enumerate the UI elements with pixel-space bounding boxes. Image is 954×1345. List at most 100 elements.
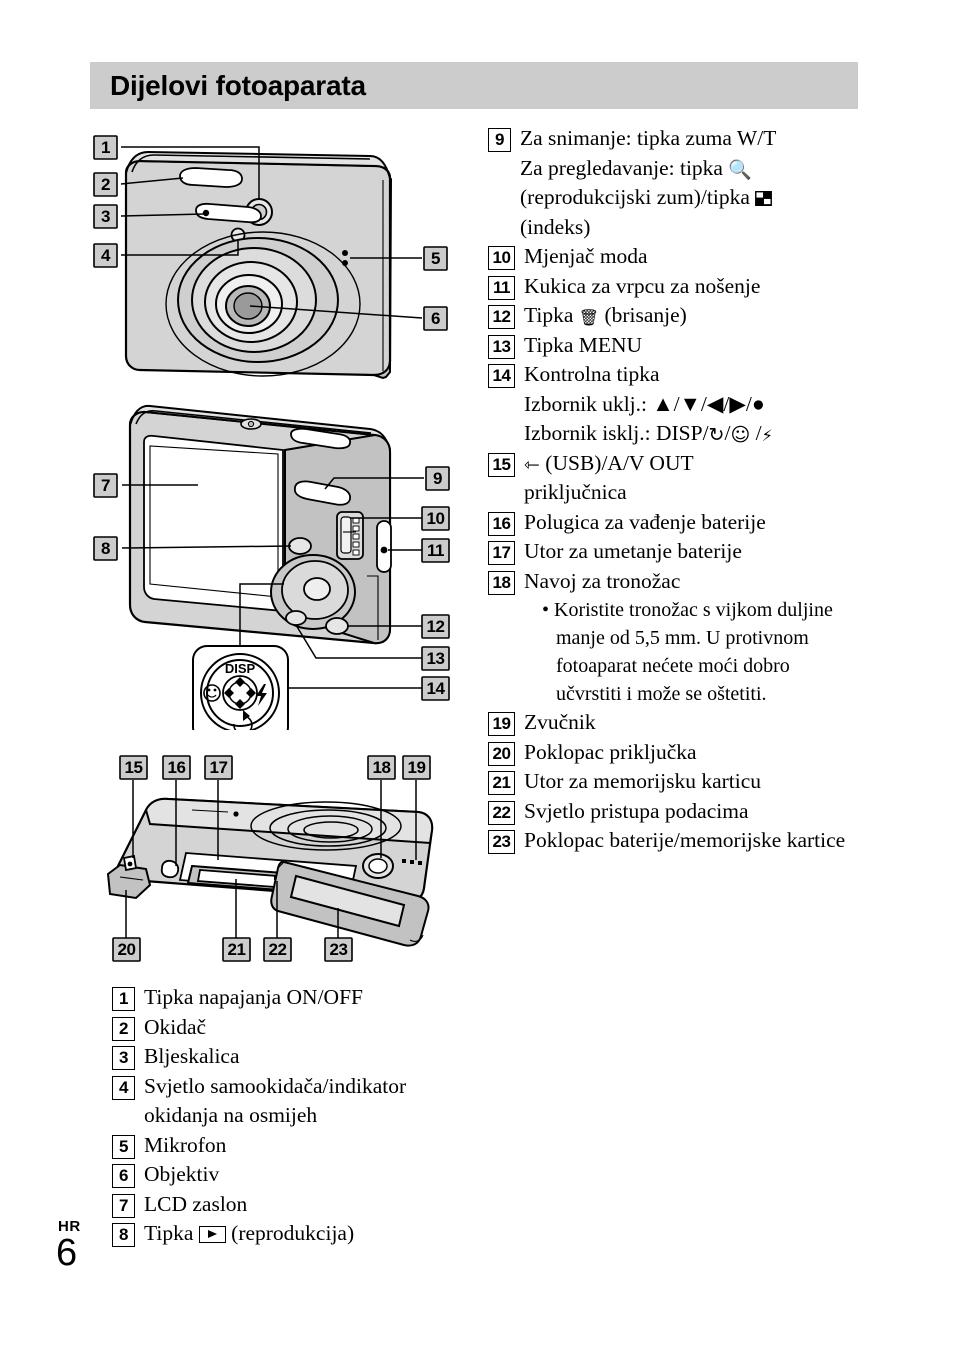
- svg-text:19: 19: [408, 758, 426, 777]
- item-line-1: Za snimanje: tipka zuma W/T: [520, 126, 777, 150]
- svg-text:21: 21: [228, 940, 246, 959]
- svg-text:15: 15: [125, 758, 143, 777]
- item-text: Tipka (reprodukcija): [144, 1221, 355, 1245]
- parts-list-left: 1 Tipka napajanja ON/OFF 2 Okidač 3 Blje…: [112, 983, 462, 1249]
- item-text: Polugica za vađenje baterije: [524, 509, 766, 534]
- svg-text:10: 10: [427, 509, 445, 528]
- callout-19: 19: [402, 755, 431, 780]
- item-number-box: 13: [488, 334, 515, 359]
- svg-text:13: 13: [427, 649, 445, 668]
- svg-text:11: 11: [427, 541, 444, 560]
- item-number-box: 19: [488, 712, 515, 736]
- item-text: Tipka MENU: [524, 332, 643, 357]
- svg-text:20: 20: [118, 940, 136, 959]
- item-text: Tipka 🗑 (brisanje): [524, 303, 687, 327]
- callout-7: 7: [93, 473, 118, 498]
- camera-front-view-figure: 1 2 3 4 5 6: [88, 128, 458, 390]
- list-item-9: 9 Za snimanje: tipka zuma W/T Za pregled…: [488, 124, 858, 242]
- item-line-1: ⇽ (USB)/A/V OUT: [524, 450, 694, 476]
- list-item-17: 17 Utor za umetanje baterije: [488, 537, 858, 567]
- item-text: Kontrolna tipka Izbornik uklj.: ▲/▼/◀/▶/…: [524, 360, 858, 449]
- flash-icon: ⚡: [761, 426, 773, 445]
- item-number-box: 15: [488, 452, 515, 477]
- camera-rear-view-figure: DISP 7 8 9 10 11 12 13 14: [88, 390, 458, 730]
- item-text: Za snimanje: tipka zuma W/T Za pregledav…: [520, 124, 858, 242]
- callout-15: 15: [119, 755, 148, 780]
- callout-17: 17: [204, 755, 233, 780]
- magnifier-icon: 🔍: [728, 158, 753, 181]
- list-item-13: 13 Tipka MENU: [488, 331, 858, 361]
- svg-text:23: 23: [330, 940, 348, 959]
- trash-icon: 🗑: [578, 308, 600, 327]
- svg-text:16: 16: [168, 758, 186, 777]
- item-number-box: 21: [488, 771, 515, 795]
- item-line-1: Kontrolna tipka: [524, 362, 660, 386]
- callout-1: 1: [93, 135, 118, 160]
- svg-text:3: 3: [101, 207, 110, 226]
- item-line-4: (indeks): [520, 214, 591, 239]
- callout-16: 16: [162, 755, 191, 780]
- list-item-12: 12 Tipka 🗑 (brisanje): [488, 301, 858, 331]
- list-item-20: 20 Poklopac priključka: [488, 738, 858, 768]
- svg-text:2: 2: [101, 175, 110, 194]
- list-item-14: 14 Kontrolna tipka Izbornik uklj.: ▲/▼/◀…: [488, 360, 858, 449]
- item-number-box: 10: [488, 246, 515, 270]
- play-icon: [198, 1226, 226, 1243]
- item-number-box: 16: [488, 511, 515, 536]
- item-line-3: Izbornik isklj.: DISP/↻/☺ /⚡: [524, 421, 773, 446]
- item-number-box: 14: [488, 364, 515, 388]
- callout-9: 9: [425, 466, 450, 491]
- item-line-3: (reprodukcijski zum)/tipka: [520, 183, 858, 213]
- item-number-box: 23: [488, 830, 515, 854]
- list-item-21: 21 Utor za memorijsku karticu: [488, 767, 858, 797]
- list-item-2: 2 Okidač: [112, 1013, 462, 1043]
- index-icon: [755, 191, 773, 206]
- item-text: Svjetlo pristupa podacima: [524, 798, 749, 823]
- item-line-1: Navoj za tronožac: [524, 568, 681, 593]
- callout-14: 14: [421, 676, 450, 701]
- item-text: Objektiv: [144, 1162, 220, 1186]
- svg-text:6: 6: [431, 309, 440, 328]
- list-item-7: 7 LCD zaslon: [112, 1190, 462, 1220]
- list-item-10: 10 Mjenjač moda: [488, 242, 858, 272]
- item-number-box: 11: [488, 275, 515, 300]
- list-item-15: 15 ⇽ (USB)/A/V OUT priključnica: [488, 449, 858, 508]
- page-title: Dijelovi fotoaparata: [110, 70, 366, 101]
- list-item-11: 11 Kukica za vrpcu za nošenje: [488, 272, 858, 302]
- item-text: Mikrofon: [144, 1132, 227, 1157]
- svg-text:14: 14: [427, 679, 446, 698]
- item-text: ⇽ (USB)/A/V OUT priključnica: [524, 449, 858, 508]
- callout-12: 12: [421, 614, 450, 639]
- callout-2: 2: [93, 172, 118, 197]
- svg-text:12: 12: [427, 617, 445, 636]
- list-item-4: 4 Svjetlo samookidača/indikator okidanja…: [112, 1072, 462, 1131]
- list-item-8: 8 Tipka (reprodukcija): [112, 1219, 462, 1249]
- list-item-16: 16 Polugica za vađenje baterije: [488, 508, 858, 538]
- callout-23: 23: [324, 937, 353, 962]
- item-text: Bljeskalica: [144, 1044, 240, 1068]
- callout-3: 3: [93, 204, 118, 229]
- svg-text:4: 4: [101, 246, 111, 265]
- svg-text:1: 1: [101, 138, 110, 157]
- callout-6: 6: [423, 306, 448, 331]
- list-item-18: 18 Navoj za tronožac • Koristite tronoža…: [488, 567, 858, 709]
- list-item-5: 5 Mikrofon: [112, 1131, 462, 1161]
- item-text: Navoj za tronožac • Koristite tronožac s…: [524, 567, 858, 709]
- item-number-box: 6: [112, 1164, 135, 1188]
- item-number-box: 7: [112, 1193, 135, 1218]
- list-item-6: 6 Objektiv: [112, 1160, 462, 1190]
- list-item-3: 3 Bljeskalica: [112, 1042, 462, 1072]
- callout-8: 8: [93, 536, 118, 561]
- list-item-22: 22 Svjetlo pristupa podacima: [488, 797, 858, 827]
- item-number-box: 5: [112, 1134, 135, 1159]
- section-header-bar: [90, 62, 858, 109]
- smile-icon: ☺: [730, 424, 751, 446]
- item-text: Kukica za vrpcu za nošenje: [524, 273, 761, 298]
- item-number-box: 3: [112, 1046, 135, 1070]
- item-text: Poklopac priključka: [524, 739, 697, 764]
- item-text: Tipka napajanja ON/OFF: [144, 985, 363, 1009]
- svg-text:18: 18: [373, 758, 391, 777]
- item-text: Svjetlo samookidača/indikator okidanja n…: [144, 1073, 407, 1128]
- svg-text:DISP: DISP: [225, 661, 256, 676]
- svg-text:8: 8: [101, 539, 110, 558]
